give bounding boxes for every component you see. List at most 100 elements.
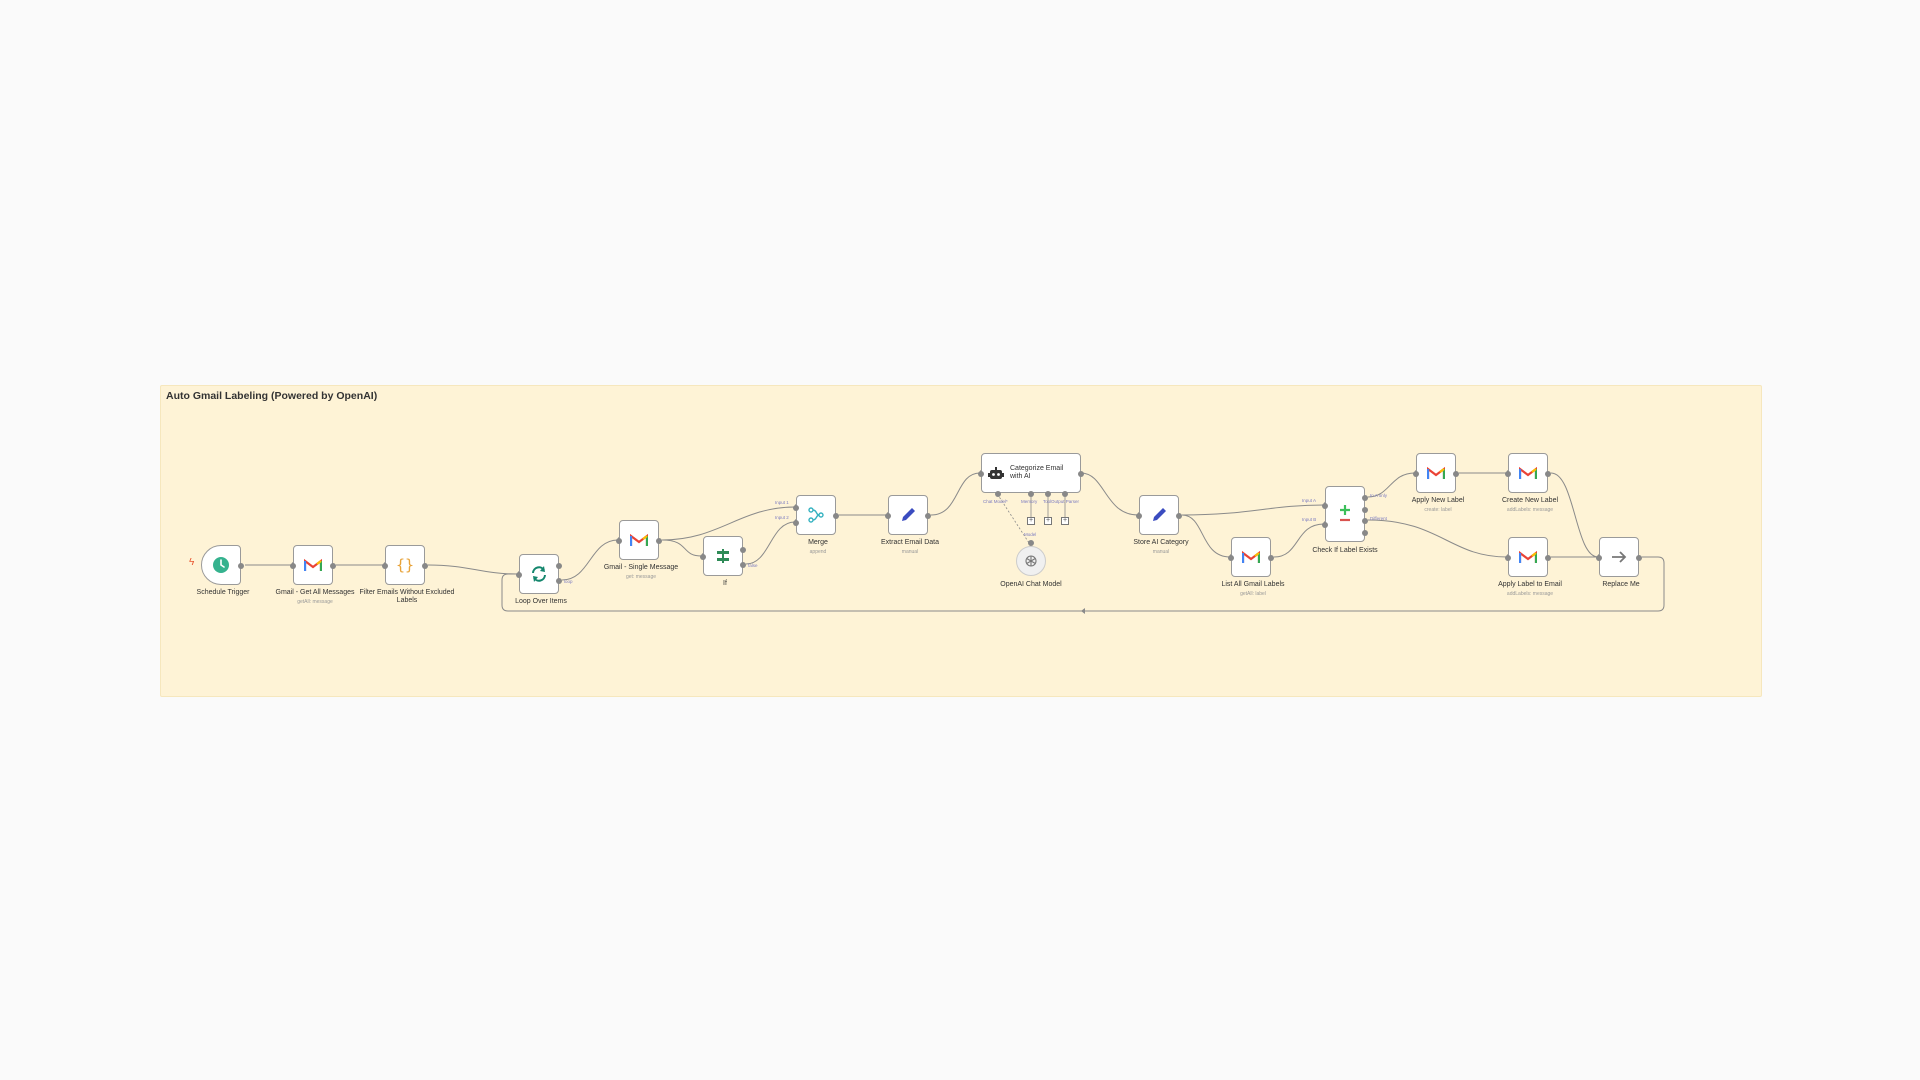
false-port-label: false	[748, 563, 758, 568]
bolt-icon: ϟ	[189, 557, 195, 568]
node-categorize-ai[interactable]: Categorize Email with AI	[978, 453, 1084, 493]
node-operation: manual	[1152, 549, 1170, 555]
plus-minus-icon	[1340, 505, 1350, 522]
wire-create-to-replace	[1550, 472, 1599, 558]
output-port[interactable]	[1176, 513, 1182, 519]
sticky-note[interactable]: Auto Gmail Labeling (Powered by OpenAI)	[160, 385, 1762, 697]
node-operation: create: label	[1424, 507, 1452, 513]
output-port[interactable]	[1545, 471, 1551, 477]
node-label: Loop Over Items	[515, 598, 567, 605]
same-port[interactable]	[1362, 507, 1368, 513]
output-port[interactable]	[238, 563, 244, 569]
node-gmail-single[interactable]	[616, 520, 662, 560]
node-label: Gmail - Single Message	[603, 564, 679, 571]
node-create-new-label[interactable]	[1505, 453, 1551, 493]
gmail-icon	[1519, 550, 1537, 563]
chat-model-port[interactable]	[995, 491, 1001, 497]
node-label: Extract Email Data	[881, 539, 939, 546]
clock-icon	[213, 557, 229, 573]
node-operation: getAll: message	[297, 599, 333, 605]
input-port[interactable]	[700, 554, 706, 560]
add-output-parser-button[interactable]: +	[1061, 517, 1069, 525]
node-filter-emails[interactable]: {}	[382, 545, 428, 585]
output-port[interactable]	[1545, 555, 1551, 561]
node-label: Apply New Label	[1411, 497, 1465, 504]
output-port[interactable]	[656, 538, 662, 544]
node-operation: getAll: label	[1240, 591, 1266, 597]
tool-port[interactable]	[1045, 491, 1051, 497]
b-only-port[interactable]	[1362, 530, 1368, 536]
chat-model-label: Chat Model*	[983, 499, 1008, 504]
node-loop-over-items[interactable]: loop	[516, 554, 573, 594]
input-port[interactable]	[885, 513, 891, 519]
gmail-icon	[1427, 466, 1445, 479]
false-port[interactable]	[740, 562, 746, 568]
different-port[interactable]	[1362, 518, 1368, 524]
node-gmail-get-all[interactable]	[290, 545, 336, 585]
input-port[interactable]	[1596, 555, 1602, 561]
input-port[interactable]	[1505, 555, 1511, 561]
input-a-port[interactable]	[1322, 503, 1328, 509]
wire-list-to-check	[1273, 523, 1325, 558]
node-apply-new-label[interactable]	[1413, 453, 1459, 493]
true-port[interactable]	[740, 547, 746, 553]
input-port[interactable]	[616, 538, 622, 544]
node-if[interactable]: false	[700, 536, 758, 576]
input-port-2[interactable]	[793, 520, 799, 526]
input-port[interactable]	[1505, 471, 1511, 477]
output-port[interactable]	[1078, 471, 1084, 477]
input-b-label: Input B	[1302, 517, 1317, 522]
input-port[interactable]	[978, 471, 984, 477]
add-tool-button[interactable]: +	[1044, 517, 1052, 525]
curly-braces-icon: {}	[395, 556, 415, 574]
output-port[interactable]	[925, 513, 931, 519]
output-parser-port[interactable]	[1062, 491, 1068, 497]
input-port[interactable]	[1136, 513, 1142, 519]
model-port[interactable]	[1028, 540, 1034, 546]
output-port[interactable]	[1268, 555, 1274, 561]
node-operation: addLabels: message	[1506, 591, 1554, 597]
wire-loop-to-single	[561, 539, 619, 581]
memory-port[interactable]	[1028, 491, 1034, 497]
node-schedule-trigger[interactable]	[201, 545, 244, 585]
node-label: Replace Me	[1602, 581, 1640, 588]
refresh-icon	[532, 566, 546, 582]
node-operation: manual	[901, 549, 919, 555]
input-port[interactable]	[290, 563, 296, 569]
node-list-labels[interactable]	[1228, 537, 1274, 577]
node-store-category[interactable]	[1136, 495, 1182, 535]
node-merge[interactable]: Input 1 Input 2	[775, 495, 839, 535]
a-only-port[interactable]	[1362, 495, 1368, 501]
node-apply-label-email[interactable]	[1505, 537, 1551, 577]
node-label: Schedule Trigger	[196, 589, 250, 596]
output-port[interactable]	[330, 563, 336, 569]
gmail-icon	[304, 558, 322, 571]
output-port[interactable]	[422, 563, 428, 569]
wire-store-to-list	[1181, 514, 1231, 558]
input-port[interactable]	[516, 572, 522, 578]
node-check-label[interactable]: Input A Input B In A only Different	[1302, 486, 1387, 542]
output-port[interactable]	[1453, 471, 1459, 477]
input-port[interactable]	[1413, 471, 1419, 477]
loop-port[interactable]	[556, 578, 562, 584]
openai-icon	[1025, 555, 1037, 567]
input-b-port[interactable]	[1322, 522, 1328, 528]
arrow-right-icon	[1612, 551, 1627, 563]
add-memory-button[interactable]: +	[1027, 517, 1035, 525]
output-port[interactable]	[833, 513, 839, 519]
node-replace-me[interactable]	[1596, 537, 1642, 577]
input-port-1[interactable]	[793, 505, 799, 511]
input-port[interactable]	[382, 563, 388, 569]
input-port[interactable]	[1228, 555, 1234, 561]
a-only-label: In A only	[1370, 493, 1388, 498]
done-port[interactable]	[556, 563, 562, 569]
node-extract-email[interactable]	[885, 495, 931, 535]
node-operation: append	[809, 549, 827, 555]
node-openai-chat-model[interactable]	[1016, 546, 1046, 576]
output-port[interactable]	[1636, 555, 1642, 561]
pencil-icon	[1153, 508, 1166, 521]
workflow-title: Auto Gmail Labeling (Powered by OpenAI)	[166, 390, 378, 402]
node-operation: get: message	[625, 574, 657, 580]
input-1-label: Input 1	[775, 500, 789, 505]
